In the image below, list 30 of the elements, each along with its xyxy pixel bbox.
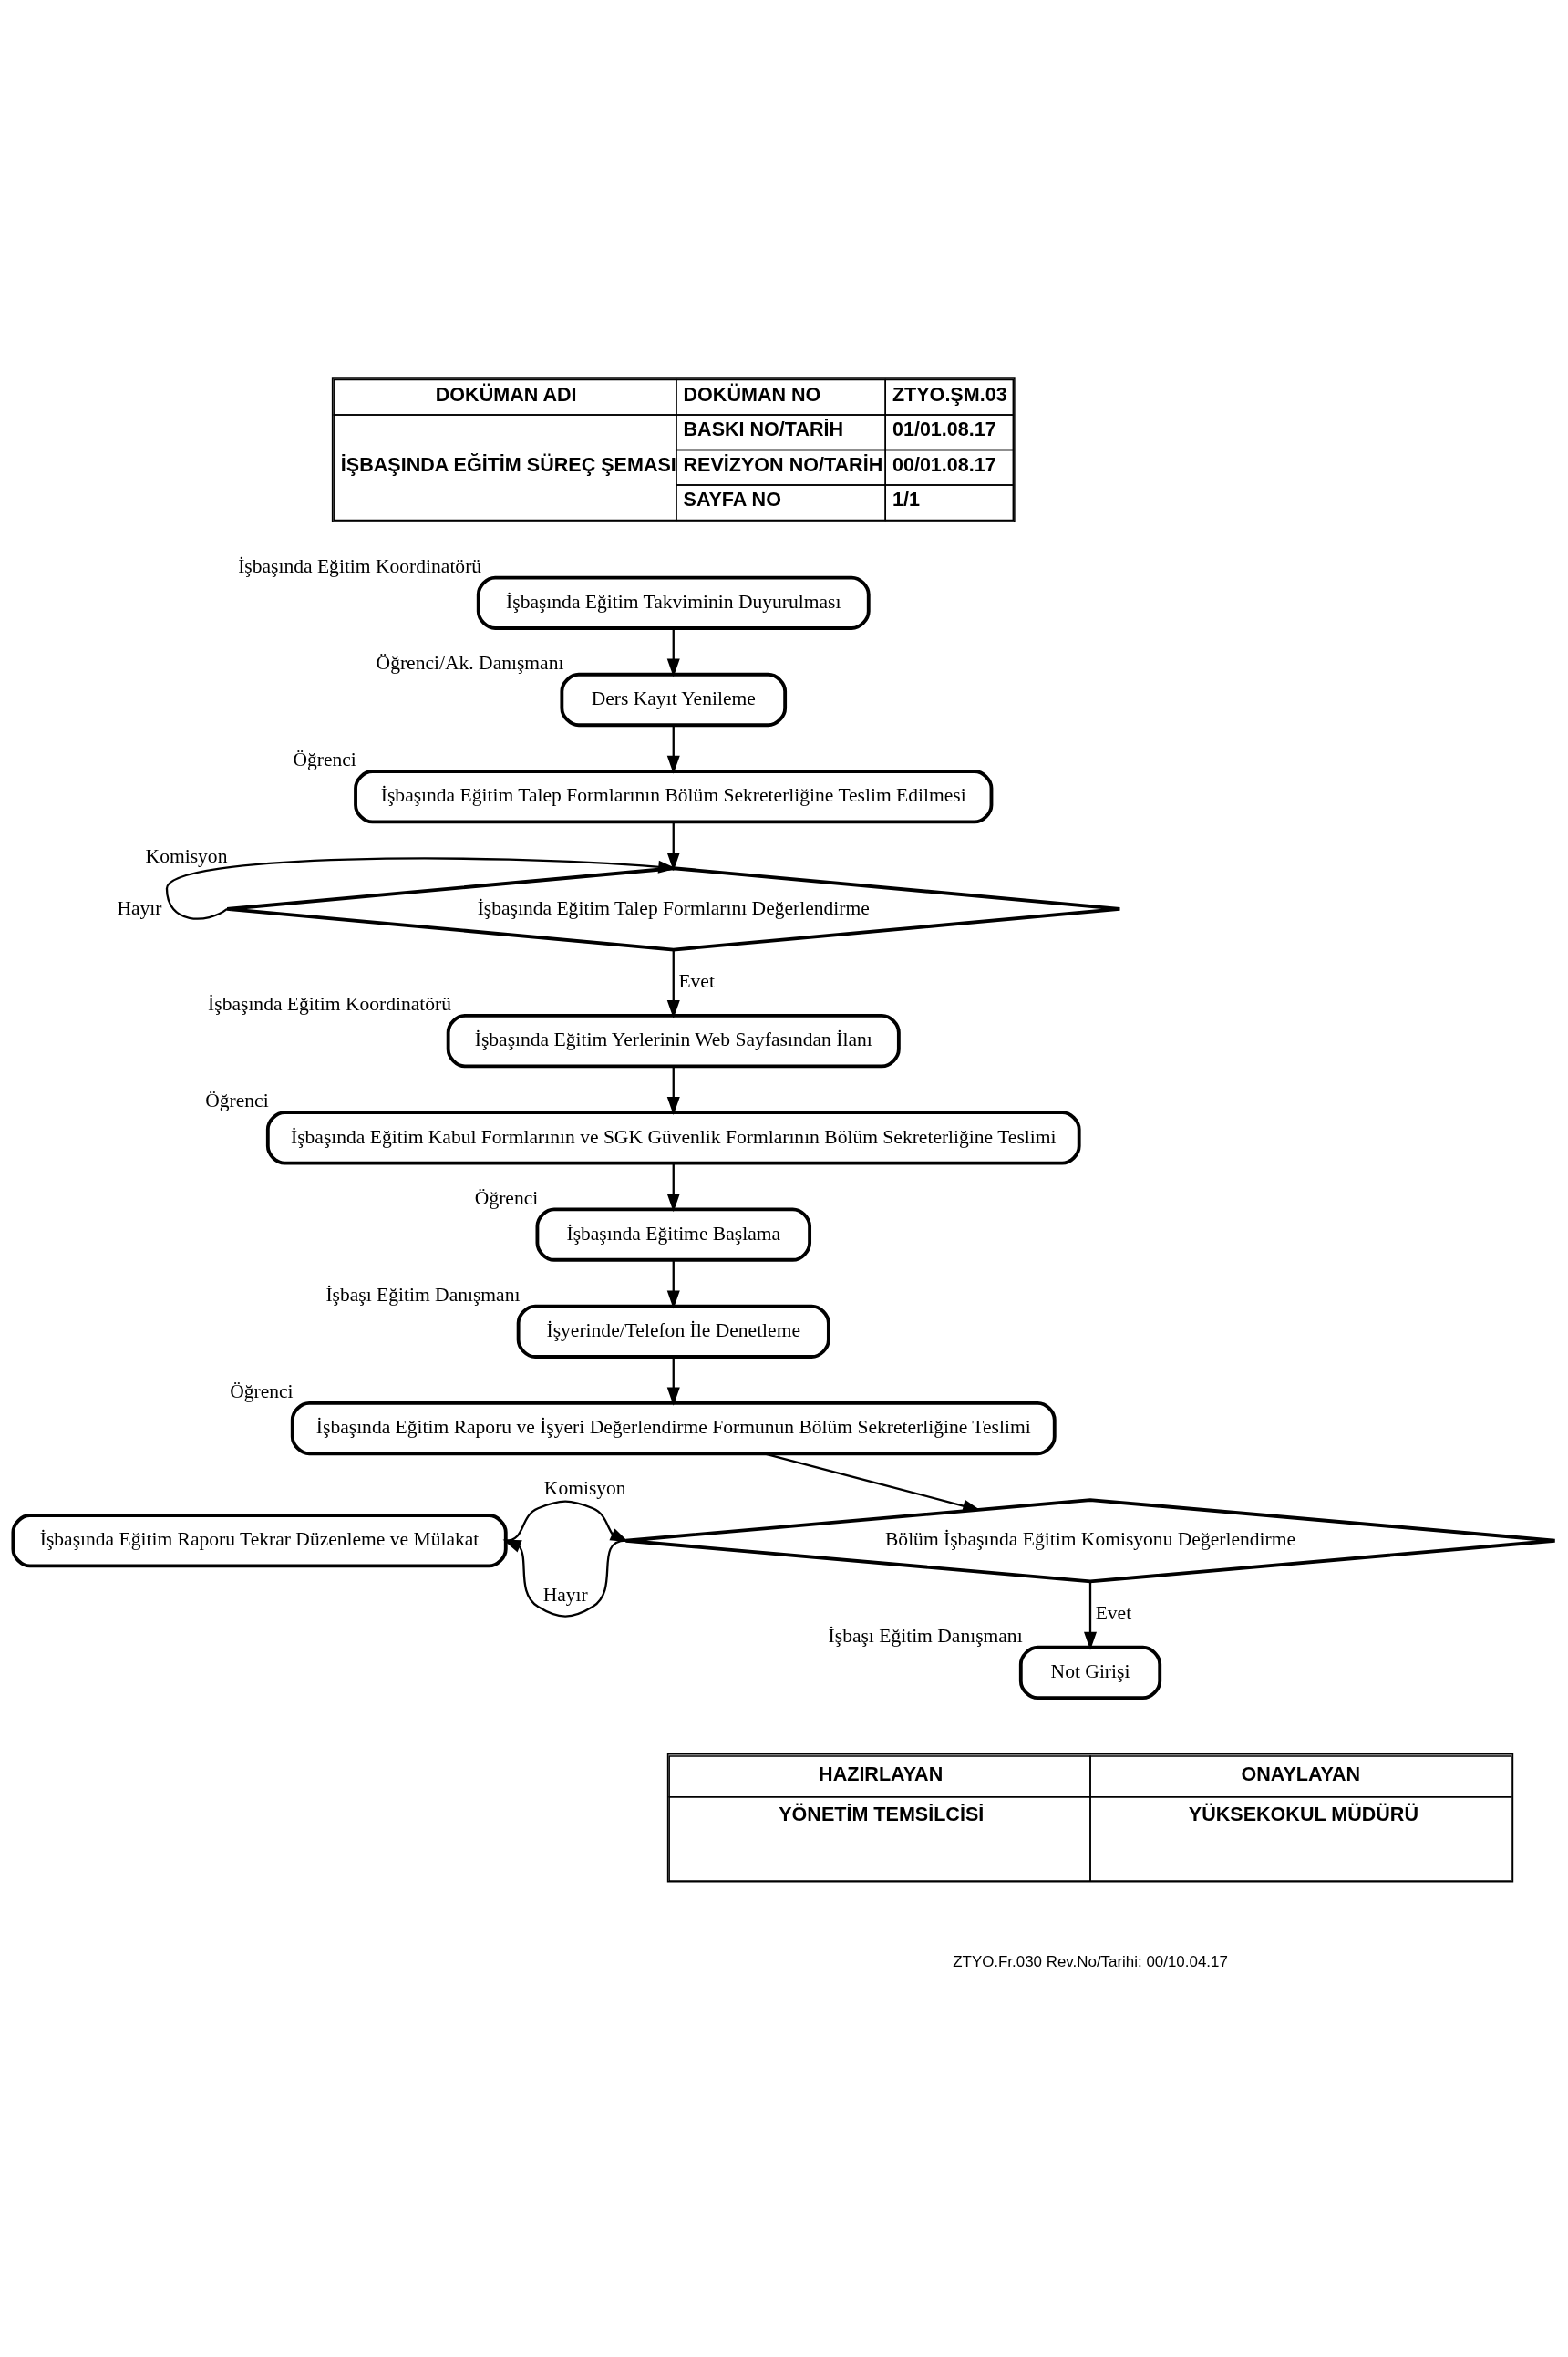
- label: 00/01.08.17: [892, 452, 996, 476]
- label: YÜKSEKOKUL MÜDÜRÜ: [1188, 1803, 1418, 1826]
- node-label: Komisyon: [145, 845, 228, 868]
- node-label: İşbaşı Eğitim Danışmanı: [828, 1624, 1023, 1647]
- edge-label: Evet: [1095, 1602, 1132, 1625]
- label: 1/1: [892, 488, 920, 512]
- node-label: Öğrenci: [230, 1380, 294, 1402]
- edge-label: Evet: [678, 970, 715, 993]
- node-label: Öğrenci/Ak. Danışmanı: [376, 651, 564, 674]
- label: SAYFA NO: [683, 488, 781, 512]
- node-label: Öğrenci: [205, 1090, 269, 1112]
- label: DOKÜMAN ADI: [435, 382, 577, 406]
- label: 01/01.08.17: [892, 418, 996, 441]
- node-label: İşbaşında Eğitim Koordinatörü: [208, 993, 452, 1016]
- label: YÖNETİM TEMSİLCİSİ: [779, 1803, 985, 1826]
- edge-label: Hayır: [542, 1584, 588, 1607]
- label: REVİZYON NO/TARİH: [683, 452, 883, 476]
- label: İŞBAŞINDA EĞİTİM SÜREÇ ŞEMASI: [340, 452, 676, 476]
- node-label: Öğrenci: [474, 1186, 539, 1209]
- label: BASKI NO/TARİH: [683, 418, 844, 441]
- label: ONAYLAYAN: [1241, 1762, 1361, 1785]
- node-label: Öğrenci: [293, 749, 356, 771]
- label: DOKÜMAN NO: [683, 382, 821, 406]
- node-label: İşbaşı Eğitim Danışmanı: [325, 1283, 521, 1306]
- label: HAZIRLAYAN: [819, 1762, 944, 1785]
- node-label: İşbaşında Eğitim Koordinatörü: [238, 554, 482, 577]
- edge-label: Hayır: [117, 896, 162, 919]
- label: ZTYO.Fr.030 Rev.No/Tarihi: 00/10.04.17: [953, 1953, 1228, 1971]
- label: ZTYO.ŞM.03: [892, 382, 1007, 406]
- node-label: Komisyon: [543, 1477, 626, 1500]
